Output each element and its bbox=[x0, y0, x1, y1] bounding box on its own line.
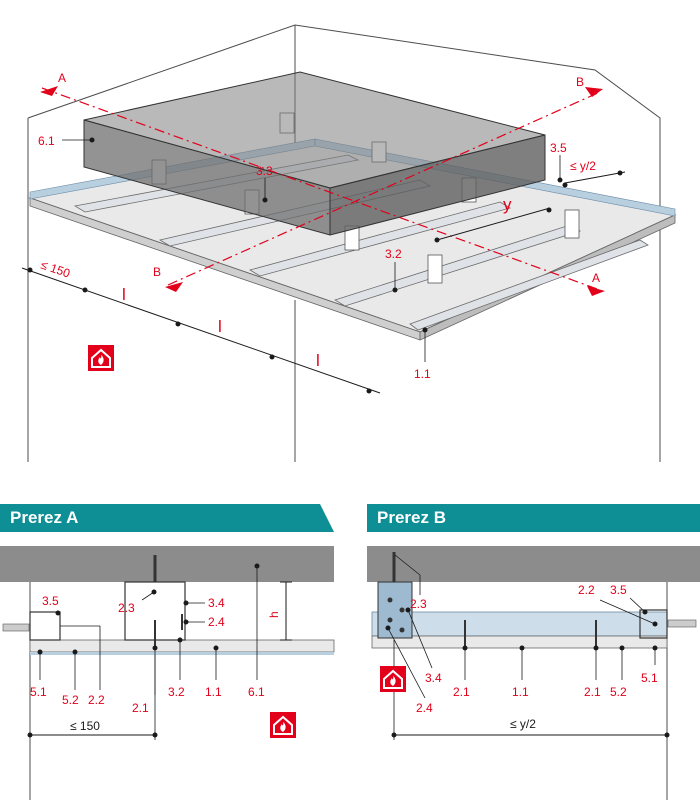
sec-a-label-2-2: 2.2 bbox=[88, 693, 105, 707]
sec-a-label-5-2: 5.2 bbox=[62, 693, 79, 707]
sec-b-label-2-3: 2.3 bbox=[410, 597, 427, 611]
section-marker-b-top: B bbox=[576, 75, 584, 89]
label-3-2: 3.2 bbox=[385, 247, 402, 261]
section-a-title: Prerez A bbox=[10, 508, 78, 527]
iso-dimensions-y: ≤ y/2 y bbox=[434, 159, 626, 243]
sec-a-label-3-2: 3.2 bbox=[168, 685, 185, 699]
sec-a-label-2-3: 2.3 bbox=[118, 601, 135, 615]
dim-spacing-l-1: l bbox=[122, 285, 126, 304]
section-a: Prerez A h 3.5 2.3 3.4 2.4 bbox=[0, 504, 335, 800]
section-axes: A B B A bbox=[40, 71, 605, 296]
arrow-b-top bbox=[585, 87, 603, 97]
axis-b-line bbox=[167, 91, 601, 286]
arrow-a-top bbox=[40, 86, 58, 96]
sec-a-label-2-4: 2.4 bbox=[208, 615, 225, 629]
dim-y-half: ≤ y/2 bbox=[570, 159, 596, 173]
sec-b-label-3-5: 3.5 bbox=[610, 583, 627, 597]
section-b-title: Prerez B bbox=[377, 508, 446, 527]
isometric-view: A B B A 6.1 3.3 3.5 3.2 1.1 bbox=[21, 24, 677, 462]
sec-b-label-2-4: 2.4 bbox=[416, 701, 433, 715]
label-6-1: 6.1 bbox=[38, 134, 55, 148]
section-marker-b-bottom: B bbox=[153, 265, 161, 279]
sec-a-label-1-1: 1.1 bbox=[205, 685, 222, 699]
sec-b-dim-y2: ≤ y/2 bbox=[510, 717, 536, 731]
concrete-slab bbox=[83, 71, 546, 236]
sec-a-dim-150: ≤ 150 bbox=[70, 719, 100, 733]
fire-protection-house-icon bbox=[269, 711, 297, 739]
sec-b-label-5-2: 5.2 bbox=[610, 685, 627, 699]
fire-protection-house-icon bbox=[87, 344, 115, 372]
dim-spacing-l-2: l bbox=[218, 317, 222, 336]
arrow-b-bottom bbox=[165, 282, 183, 292]
sec-a-label-6-1: 6.1 bbox=[248, 685, 265, 699]
sec-b-label-3-4: 3.4 bbox=[425, 671, 442, 685]
sec-b-label-1-1: 1.1 bbox=[512, 685, 529, 699]
sec-a-label-h: h bbox=[267, 611, 281, 618]
dim-y: y bbox=[503, 195, 512, 214]
dim-edge-150: ≤ 150 bbox=[39, 258, 72, 281]
section-a-header bbox=[0, 504, 334, 532]
axis-a-line bbox=[41, 87, 601, 291]
iso-labels: 6.1 3.3 3.5 3.2 1.1 bbox=[38, 134, 567, 381]
section-marker-a-top: A bbox=[58, 71, 66, 85]
label-3-5: 3.5 bbox=[550, 141, 567, 155]
label-1-1: 1.1 bbox=[414, 367, 431, 381]
dim-spacing-l-3: l bbox=[316, 351, 320, 370]
label-3-3: 3.3 bbox=[256, 164, 273, 178]
fire-protection-house-icon bbox=[379, 665, 407, 693]
sec-a-label-3-4: 3.4 bbox=[208, 596, 225, 610]
sec-b-label-5-1: 5.1 bbox=[641, 671, 658, 685]
sec-b-label-2-1-right: 2.1 bbox=[584, 685, 601, 699]
section-marker-a-bottom: A bbox=[592, 271, 600, 285]
section-b-slab bbox=[367, 546, 700, 582]
section-b-header bbox=[367, 504, 700, 532]
sec-b-label-2-2: 2.2 bbox=[578, 583, 595, 597]
sec-b-label-2-1-left: 2.1 bbox=[453, 685, 470, 699]
arrow-a-bottom bbox=[587, 286, 605, 296]
sec-a-label-3-5: 3.5 bbox=[42, 594, 59, 608]
sec-a-label-2-1: 2.1 bbox=[132, 701, 149, 715]
section-a-slab bbox=[0, 546, 334, 582]
section-b: Prerez B 2.3 2.2 3.5 3.4 2.1 bbox=[367, 504, 700, 800]
sec-a-label-5-1: 5.1 bbox=[30, 685, 47, 699]
